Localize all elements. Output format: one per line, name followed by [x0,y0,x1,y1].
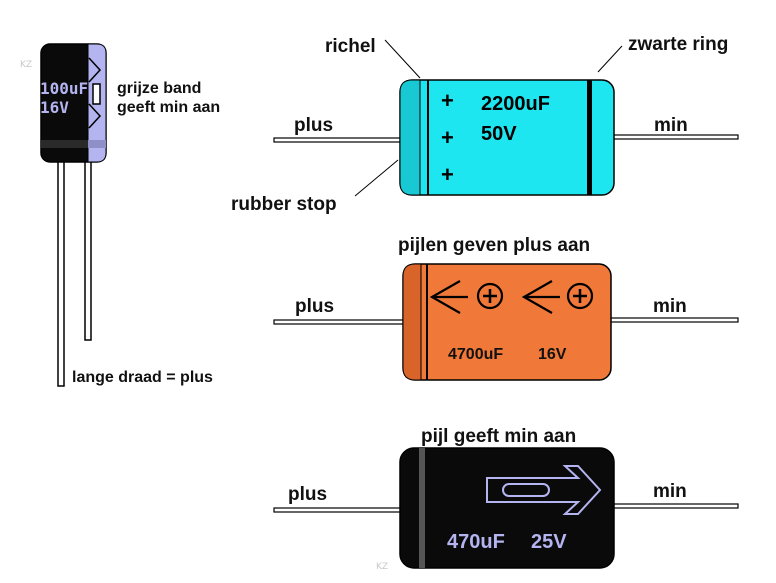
rubber-stopper [399,79,421,196]
plus-circle-2 [566,282,594,310]
lead-note: lange draad = plus [72,369,213,386]
radial-value: 100uF [40,79,88,98]
watermark-top: KZ [20,60,32,70]
band-note-line2: geeft min aan [117,99,220,116]
orange-value: 4700uF [448,346,503,363]
radial-voltage: 16V [40,98,69,117]
black-body [399,447,615,569]
black-label-plus: plus [288,484,327,505]
black-voltage: 25V [531,531,567,553]
minus-sign [92,83,101,105]
ring-label: zwarte ring [628,34,728,55]
orange-body [402,263,612,381]
groove-leader-line [384,39,421,79]
stopper-leader-line [354,159,399,197]
lead-right [611,503,739,509]
cyan-voltage: 50V [481,123,517,145]
plus-sign-2: + [441,125,454,150]
band-note-line1: grijze band [117,80,201,97]
cyan-value: 2200uF [481,93,550,115]
black-groove [419,448,425,568]
orange-stopper [402,263,422,381]
cyan-label-min: min [654,115,688,136]
black-value: 470uF [447,531,505,553]
stopper-label: rubber stop [231,194,337,215]
orange-title: pijlen geven plus aan [398,235,590,256]
orange-label-min: min [653,296,687,317]
plus-sign-3: + [441,162,454,187]
minus-arrow-outline [486,465,602,515]
band-chevron-top [88,57,102,83]
axial-capacitor-orange: 4700uF 16V pijlen geven plus aan plus mi… [273,235,739,381]
groove-label: richel [325,36,376,57]
lead-left [273,507,403,513]
orange-voltage: 16V [538,346,567,363]
band-chevron-bottom [88,103,102,129]
short-lead [84,159,92,341]
orange-label-plus: plus [295,296,334,317]
lead-left [273,319,405,325]
cyan-label-plus: plus [294,115,333,136]
black-label-min: min [653,481,687,502]
lead-right [607,317,739,323]
ring-leader-line [597,45,623,73]
radial-capacitor: 100uF 16V grijze band geeft min aan lang… [40,43,220,387]
black-ring [587,80,592,195]
seal-groove [41,140,106,148]
lead-left [273,137,403,143]
minus-sign-in-arrow [502,483,550,497]
axial-capacitor-black: 470uF 25V pijl geeft min aan plus min [273,426,739,569]
watermark-bottom: KZ [376,562,388,572]
plus-sign-1: + [441,88,454,113]
black-title: pijl geeft min aan [421,426,576,447]
plus-circle-1 [476,282,504,310]
seal-groove-band [88,140,106,148]
axial-capacitor-cyan: + + + 2200uF 50V plus min richel zwarte … [231,34,739,215]
long-lead [57,159,65,387]
